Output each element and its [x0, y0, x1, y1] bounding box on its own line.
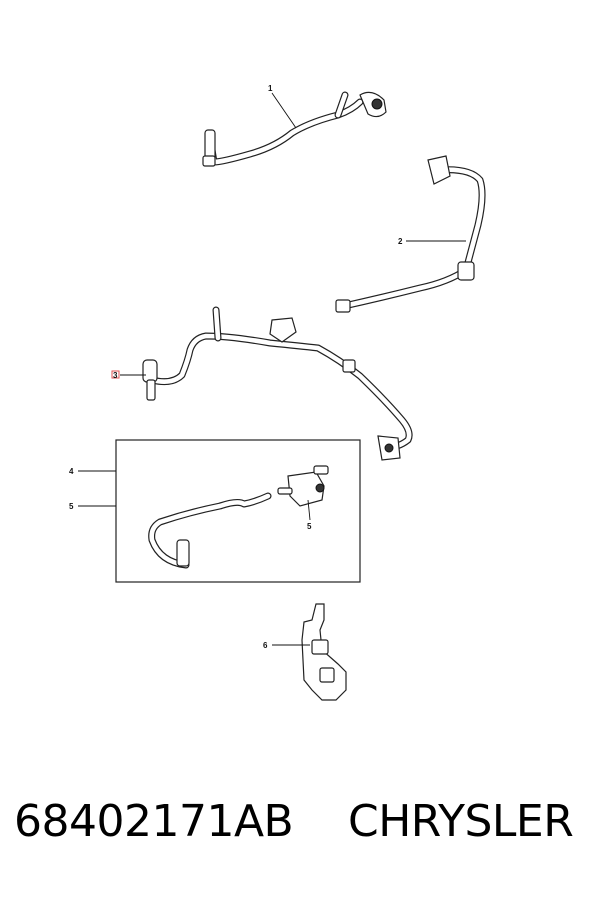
assembly-group-box [115, 439, 361, 583]
hose-part-1 [202, 91, 387, 167]
callout-5b: 5 [307, 522, 312, 531]
leader-line-5b [307, 499, 311, 521]
exploded-parts-diagram: 1 2 3 4 5 5 [69, 84, 486, 701]
footer-caption: 68402171AB CHRYSLER [0, 796, 600, 866]
hose-part-3 [142, 306, 413, 461]
callout-6: 6 [263, 641, 268, 650]
valve-part-5 [277, 465, 329, 507]
callout-2: 2 [398, 237, 403, 246]
bracket-part-6 [301, 603, 347, 701]
hose-part-2 [335, 155, 486, 313]
callout-4: 4 [69, 467, 74, 476]
hose-part-4 [148, 492, 272, 569]
part-number: 68402171AB [14, 796, 294, 847]
callout-5a: 5 [69, 502, 74, 511]
highlight-box-3 [111, 370, 120, 379]
brand-name: CHRYSLER [348, 796, 574, 847]
callout-3: 3 [113, 371, 118, 380]
leader-line-1 [271, 92, 297, 129]
callout-1: 1 [268, 84, 273, 93]
